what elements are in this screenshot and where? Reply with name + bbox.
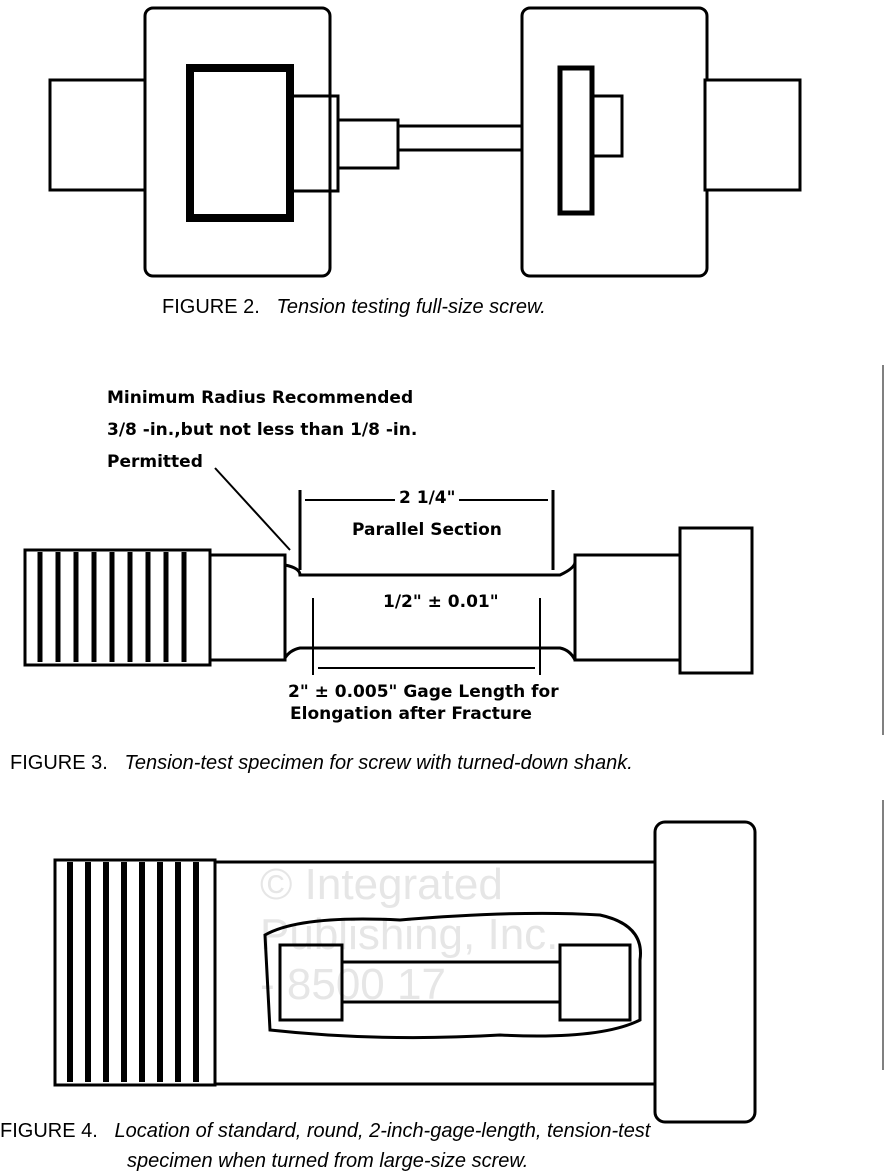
figure-4-caption-continued: specimen when turned from large-size scr… <box>127 1150 528 1173</box>
caption-text: Location of standard, round, 2-inch-gage… <box>114 1120 651 1142</box>
gage-length-note: 2" ± 0.005" Gage Length for <box>288 682 559 702</box>
radius-note: Permitted <box>107 452 203 472</box>
caption-text: Tension-test specimen for screw with tur… <box>124 752 633 774</box>
caption-text: specimen when turned from large-size scr… <box>127 1150 529 1172</box>
figure-label: FIGURE 2. <box>162 296 260 318</box>
caption-text: Tension testing full-size screw. <box>276 296 546 318</box>
parallel-section-label: Parallel Section <box>352 520 502 540</box>
figure-2-caption: FIGURE 2. Tension testing full-size scre… <box>162 296 546 319</box>
figure-4-caption: FIGURE 4. Location of standard, round, 2… <box>0 1120 650 1143</box>
watermark-line: © Integrated <box>260 860 503 909</box>
radius-note: Minimum Radius Recommended <box>107 388 414 408</box>
parallel-length-dimension: 2 1/4" <box>395 488 460 508</box>
figure-3-drawing <box>23 467 754 675</box>
diameter-dimension: 1/2" ± 0.01" <box>383 592 499 612</box>
figure-3-caption: FIGURE 3. Tension-test specimen for scre… <box>10 752 633 775</box>
gage-length-note: Elongation after Fracture <box>290 704 532 724</box>
figure-4-drawing <box>53 820 757 1124</box>
figure-label: FIGURE 3. <box>10 752 108 774</box>
figure-label: FIGURE 4. <box>0 1120 98 1142</box>
radius-note: 3/8 -in.,but not less than 1/8 -in. <box>107 420 418 440</box>
